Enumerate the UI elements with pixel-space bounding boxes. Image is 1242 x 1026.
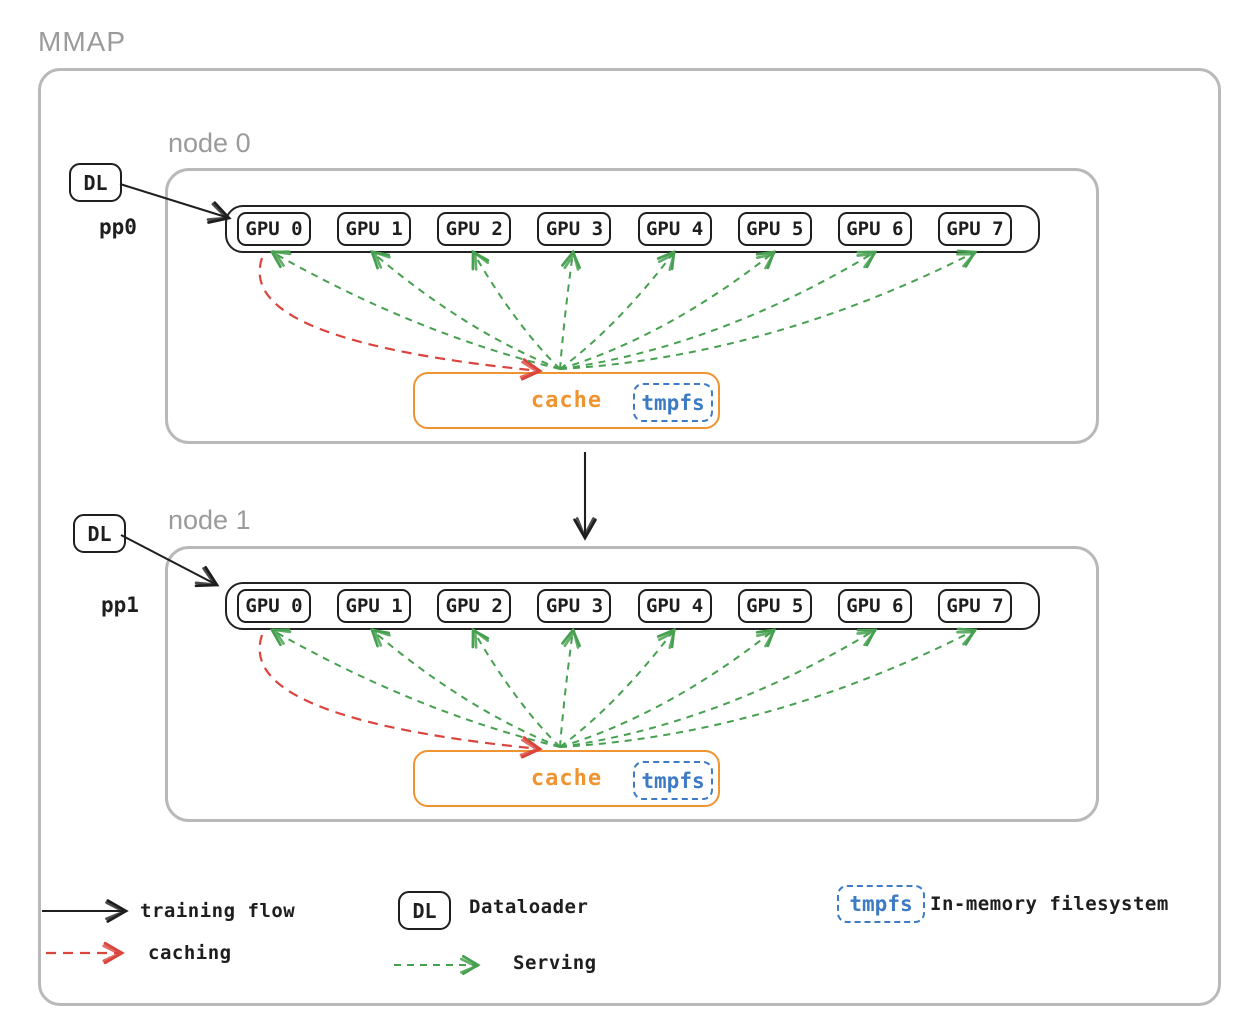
node1-gpu6-box: GPU 6 (838, 589, 912, 623)
node0-gpu-row: GPU 0 GPU 1 GPU 2 GPU 3 GPU 4 GPU 5 GPU … (225, 205, 1040, 253)
node1-gpu-row: GPU 0 GPU 1 GPU 2 GPU 3 GPU 4 GPU 5 GPU … (225, 582, 1040, 630)
node1-gpu3-box: GPU 3 (537, 589, 611, 623)
node0-gpu4-box: GPU 4 (638, 212, 712, 246)
node1-tmpfs-box: tmpfs (633, 761, 713, 800)
node1-dataloader-box: DL (73, 514, 126, 553)
node0-pp-label: pp0 (99, 216, 137, 238)
node1-cache-box: cache tmpfs (413, 750, 720, 807)
legend-serving-label: Serving (513, 951, 597, 975)
node1-gpu4-box: GPU 4 (638, 589, 712, 623)
legend-training-flow-label: training flow (140, 899, 295, 923)
node0-gpu1-box: GPU 1 (337, 212, 411, 246)
node0-gpu6-box: GPU 6 (838, 212, 912, 246)
node1-gpu2-box: GPU 2 (437, 589, 511, 623)
node0-dataloader-box: DL (69, 163, 122, 202)
legend-caching-label: caching (148, 941, 232, 965)
node1-gpu1-box: GPU 1 (337, 589, 411, 623)
node0-cache-box: cache tmpfs (413, 372, 720, 429)
legend-dataloader-label: Dataloader (469, 895, 588, 919)
legend-in-memory-label: In-memory filesystem (930, 892, 1169, 916)
node0-gpu5-box: GPU 5 (738, 212, 812, 246)
node0-gpu7-box: GPU 7 (938, 212, 1012, 246)
node0-tmpfs-box: tmpfs (633, 383, 713, 422)
node0-gpu3-box: GPU 3 (537, 212, 611, 246)
diagram-title: MMAP (38, 26, 126, 58)
node1-gpu0-box: GPU 0 (237, 589, 311, 623)
node0-gpu0-box: GPU 0 (237, 212, 311, 246)
node0-gpu2-box: GPU 2 (437, 212, 511, 246)
node1-gpu7-box: GPU 7 (938, 589, 1012, 623)
node0-label: node 0 (168, 128, 251, 158)
legend-tmpfs-box: tmpfs (837, 885, 925, 923)
node1-pp-label: pp1 (101, 594, 139, 616)
node1-label: node 1 (168, 505, 251, 535)
legend-dataloader-box: DL (398, 891, 451, 930)
node1-gpu5-box: GPU 5 (738, 589, 812, 623)
